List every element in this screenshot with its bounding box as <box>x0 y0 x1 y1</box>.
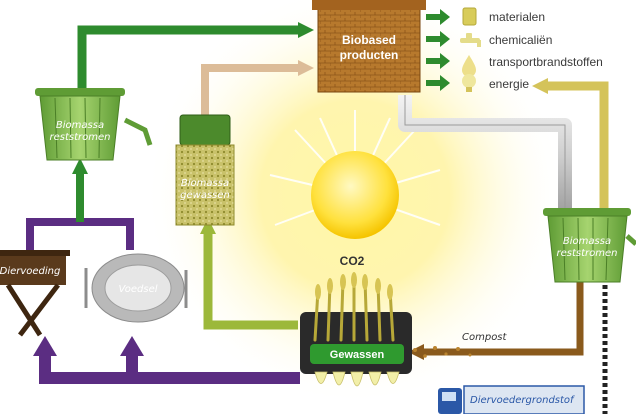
cube-icon <box>462 7 477 26</box>
compost-label: Compost <box>462 332 508 343</box>
product-output-arrows <box>426 9 450 91</box>
arrow-head-residue-to-products <box>298 22 314 38</box>
right-bin-label-line1: Biomassa <box>563 236 611 247</box>
tap-icon <box>460 33 481 47</box>
feed-trough <box>0 250 70 337</box>
arrow-right-to-products <box>545 81 609 220</box>
arrow-residue-to-products <box>77 25 300 100</box>
co2-label: CO2 <box>340 254 365 268</box>
right-bin-label-line2: reststromen <box>557 248 618 259</box>
food-plate <box>84 253 188 323</box>
sun-icon <box>311 151 399 239</box>
arrow-head-feed <box>33 336 57 356</box>
compost-particles <box>413 346 472 358</box>
right-residue-bin <box>543 208 636 283</box>
arrow-head-crops-to-products <box>298 60 314 76</box>
products-label-line1: Biobased <box>342 33 396 47</box>
left-residue-bin <box>35 88 153 161</box>
output-label-chemicalien: chemicaliën <box>489 33 552 47</box>
biobased-products-building <box>312 0 426 93</box>
arrow-purple-loop <box>26 218 134 250</box>
left-bin-label-line1: Biomassa <box>56 120 104 131</box>
arrow-compost <box>420 280 584 356</box>
output-label-transportbrandstoffen: transportbrandstoffen <box>489 55 603 69</box>
crops-biomass-bin <box>175 114 235 226</box>
crops-label: Gewassen <box>330 349 385 361</box>
left-bin-label-line2: reststromen <box>50 132 111 143</box>
output-label-materialen: materialen <box>489 10 545 24</box>
arrow-crops-to-products <box>201 64 300 115</box>
arrow-head-food-to-residue <box>72 158 88 174</box>
output-label-energie: energie <box>489 77 529 91</box>
truck-label: Diervoedergrondstof <box>470 395 575 406</box>
feed-label: Diervoeding <box>0 266 60 277</box>
lightbulb-icon <box>462 74 476 92</box>
arrow-field-to-crops <box>203 230 298 330</box>
tubers <box>314 371 400 387</box>
pipe-outline <box>404 95 566 215</box>
crop-field <box>300 272 412 374</box>
arrow-head-compost <box>408 344 424 360</box>
arrow-head-field-to-crops <box>200 218 216 234</box>
fuel-drop-icon <box>462 55 476 77</box>
crops-bin-label-line2: gewassen <box>180 190 230 201</box>
food-label: Voedsel <box>118 284 157 295</box>
crops-bin-label-line1: Biomassa <box>181 178 229 189</box>
truck-icon <box>438 385 585 414</box>
products-label-line2: producten <box>340 48 399 62</box>
arrow-head-food <box>120 336 144 356</box>
arrow-head-right-to-products <box>532 78 548 94</box>
arrow-field-to-feed <box>39 352 300 384</box>
